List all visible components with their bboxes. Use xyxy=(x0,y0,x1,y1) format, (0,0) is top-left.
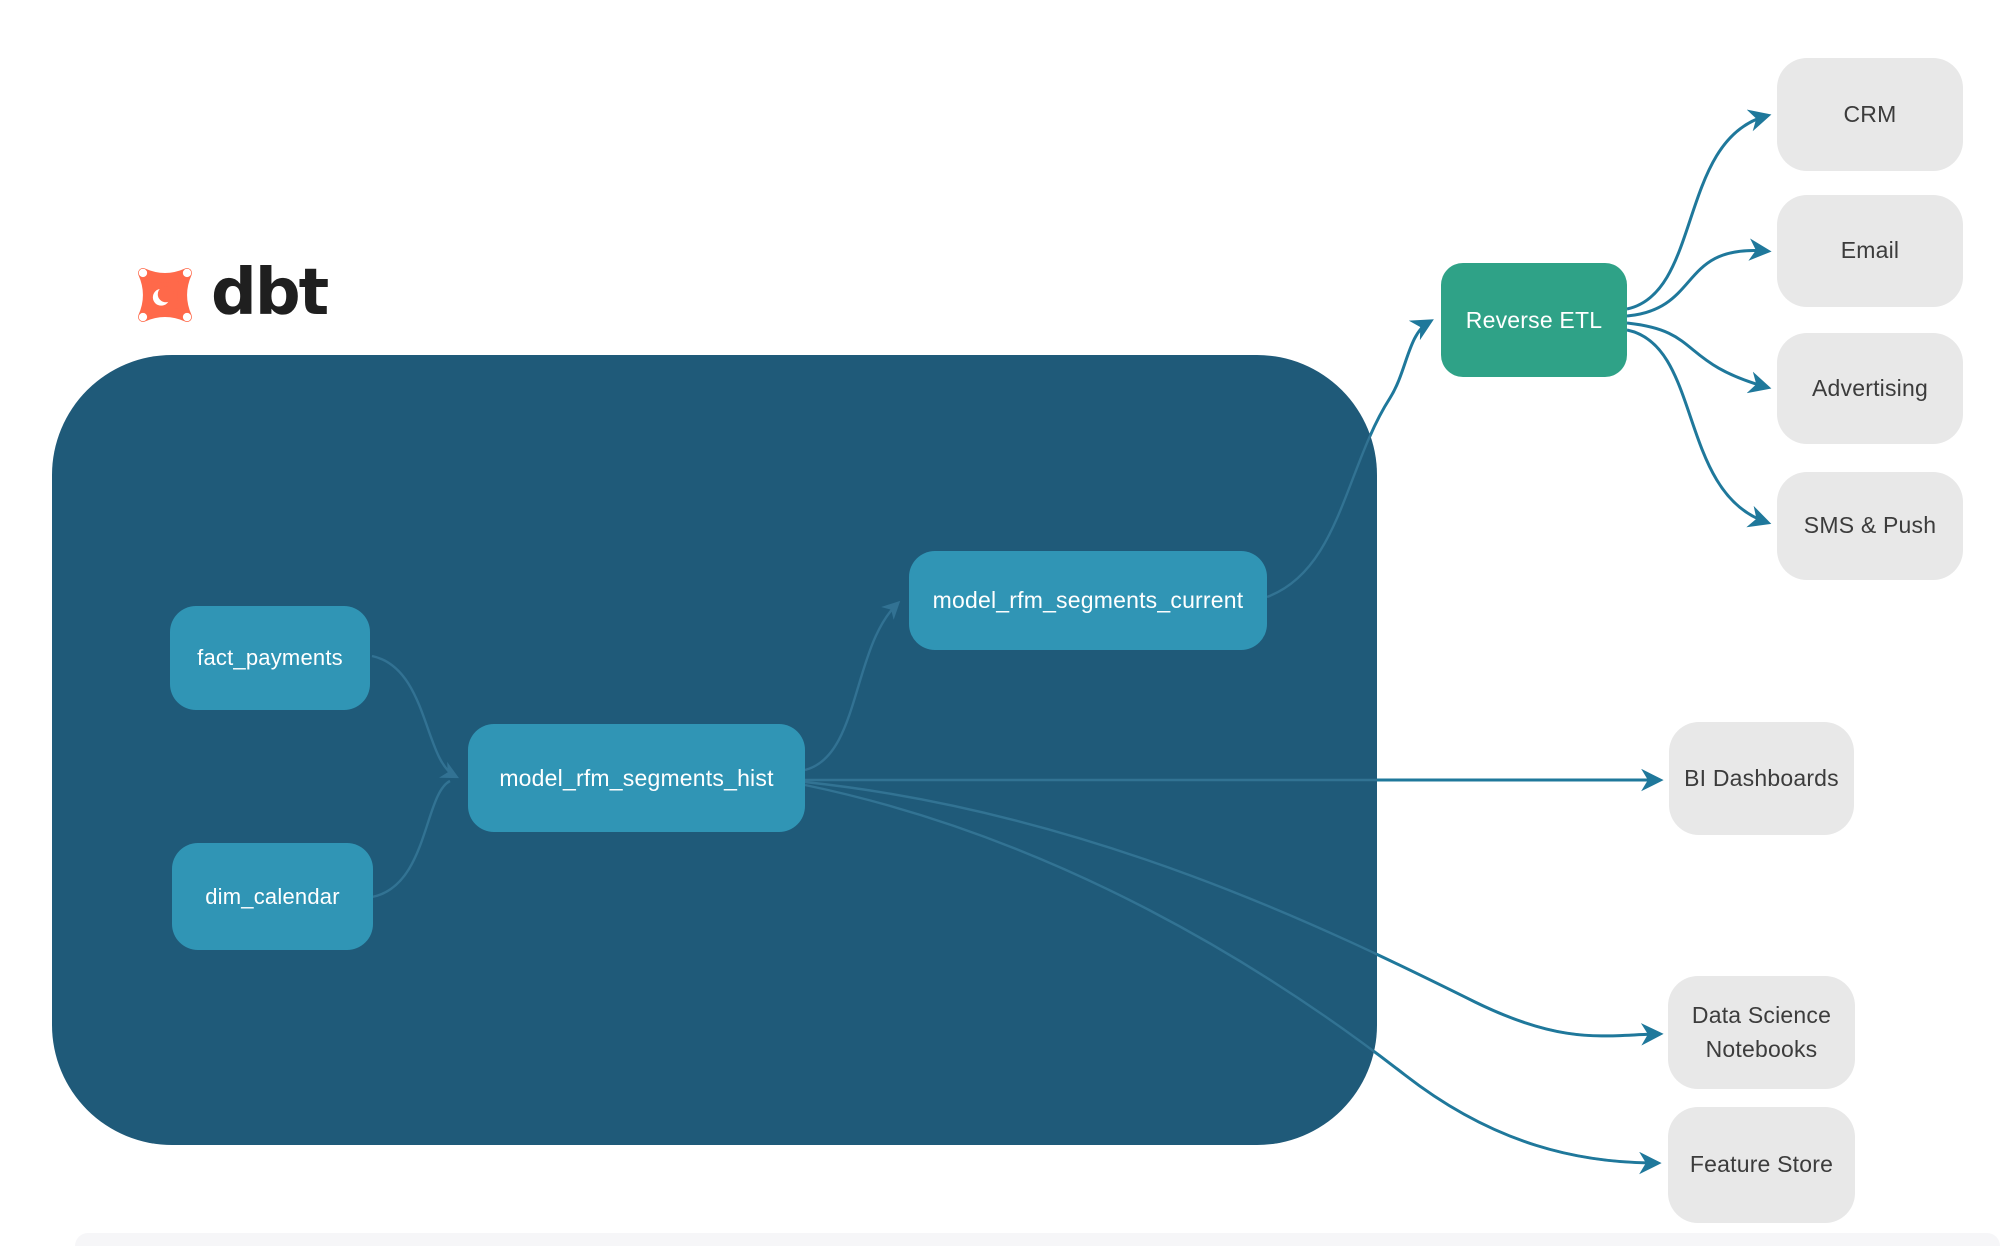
dbt-logo: dbt xyxy=(127,255,329,335)
node-fact-payments: fact_payments xyxy=(170,606,370,710)
node-model-rfm-segments-hist: model_rfm_segments_hist xyxy=(468,724,805,832)
node-feature-store-label: Feature Store xyxy=(1689,1151,1834,1178)
bottom-card-edge xyxy=(75,1233,2000,1246)
node-email-label: Email xyxy=(1840,237,1900,264)
dbt-logo-icon xyxy=(138,268,192,322)
node-bi-dashboards: BI Dashboards xyxy=(1669,722,1854,835)
node-advertising: Advertising xyxy=(1777,333,1963,444)
node-data-science-notebooks-label: Data Science Notebooks xyxy=(1691,1002,1832,1062)
node-data-science-notebooks: Data Science Notebooks xyxy=(1668,976,1855,1089)
node-crm-label: CRM xyxy=(1843,100,1897,127)
node-feature-store: Feature Store xyxy=(1668,1107,1855,1223)
node-advertising-label: Advertising xyxy=(1812,374,1928,401)
node-model-rfm-segments-current: model_rfm_segments_current xyxy=(909,551,1267,650)
node-model-rfm-segments-current-label: model_rfm_segments_current xyxy=(932,587,1244,613)
node-fact-payments-label: fact_payments xyxy=(197,645,343,670)
node-dim-calendar: dim_calendar xyxy=(172,843,373,950)
node-model-rfm-segments-hist-label: model_rfm_segments_hist xyxy=(499,764,774,791)
node-reverse-etl: Reverse ETL xyxy=(1441,263,1627,377)
node-email: Email xyxy=(1777,195,1963,307)
node-dim-calendar-label: dim_calendar xyxy=(205,883,340,909)
node-bi-dashboards-label: BI Dashboards xyxy=(1684,764,1839,791)
node-crm: CRM xyxy=(1777,58,1963,171)
node-sms-push-label: SMS & Push xyxy=(1803,512,1937,539)
node-reverse-etl-label: Reverse ETL xyxy=(1465,306,1603,333)
dbt-wordmark: dbt xyxy=(211,256,329,330)
node-sms-push: SMS & Push xyxy=(1777,472,1963,580)
